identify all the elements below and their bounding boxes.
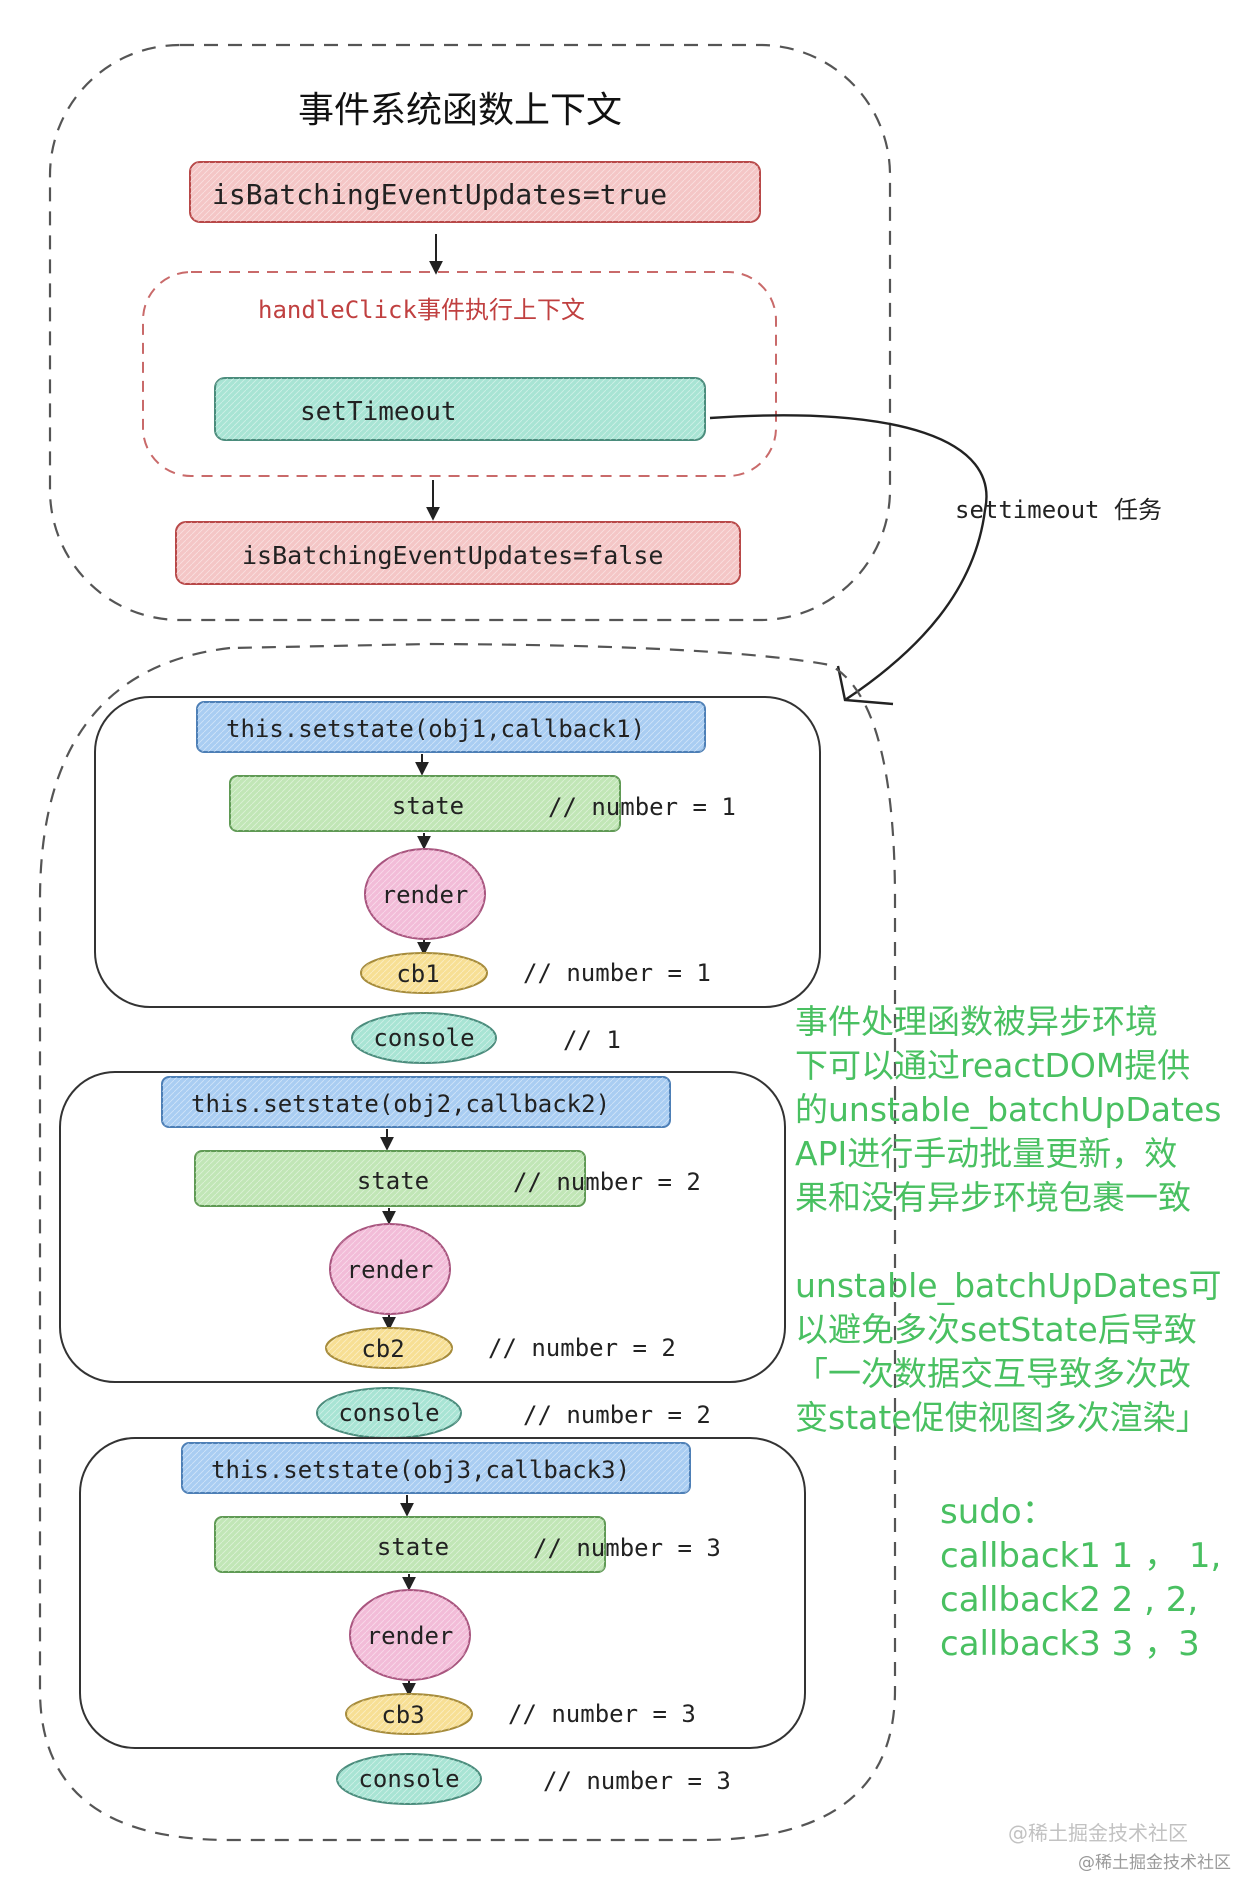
batching-true-label: isBatchingEventUpdates=true	[212, 178, 667, 211]
render-label: render	[347, 1256, 434, 1284]
console-label: console	[358, 1765, 459, 1793]
callback-label: cb3	[381, 1701, 424, 1729]
state-label: state	[357, 1167, 429, 1195]
settimeout-task-label: settimeout 任务	[955, 496, 1162, 524]
setstate-group-1	[94, 696, 821, 1008]
callback-comment: // number = 2	[488, 1334, 676, 1362]
watermark-small: @稀土掘金技术社区	[1078, 1853, 1231, 1873]
handler-context-title: handleClick事件执行上下文	[258, 296, 585, 324]
batching-false-label: isBatchingEventUpdates=false	[242, 541, 663, 570]
setstate-call-label: this.setstate(obj3,callback3)	[211, 1456, 630, 1484]
console-comment: // number = 3	[543, 1767, 731, 1795]
callback-comment: // number = 1	[523, 959, 711, 987]
settimeout-label: setTimeout	[300, 397, 457, 427]
console-comment: // number = 2	[523, 1401, 711, 1429]
state-label: state	[377, 1533, 449, 1561]
watermark: @稀土掘金技术社区	[1008, 1821, 1188, 1845]
setstate-group-2	[59, 1071, 786, 1383]
callback-comment: // number = 3	[508, 1700, 696, 1728]
handler-context-border	[142, 271, 777, 477]
render-label: render	[382, 881, 469, 909]
settimeout-task-arrow	[709, 414, 988, 701]
explanation-note: 事件处理函数被异步环境 下可以通过reactDOM提供 的unstable_ba…	[795, 1002, 1222, 1437]
setstate-call-label: this.setstate(obj2,callback2)	[191, 1090, 610, 1118]
settimeout-task-arrowhead	[836, 665, 894, 706]
callback-label: cb2	[361, 1335, 404, 1363]
console-comment: // 1	[563, 1026, 621, 1054]
setstate-group-3	[79, 1437, 806, 1749]
setstate-call-label: this.setstate(obj1,callback1)	[226, 715, 645, 743]
setstate-groups: this.setstate(obj1,callback1) state // num…	[59, 696, 821, 1805]
state-label: state	[392, 792, 464, 820]
async-context-border	[38, 642, 897, 1842]
sudo-note: sudo： callback1 1 ， 1, callback2 2 , 2, …	[940, 1492, 1222, 1664]
render-label: render	[367, 1622, 454, 1650]
state-comment: // number = 3	[533, 1534, 721, 1562]
callback-label: cb1	[396, 960, 439, 988]
state-comment: // number = 1	[548, 793, 736, 821]
event-system-title: 事件系统函数上下文	[298, 90, 622, 131]
console-label: console	[373, 1024, 474, 1052]
console-label: console	[338, 1399, 439, 1427]
state-comment: // number = 2	[513, 1168, 701, 1196]
event-system-context-border	[48, 43, 892, 622]
